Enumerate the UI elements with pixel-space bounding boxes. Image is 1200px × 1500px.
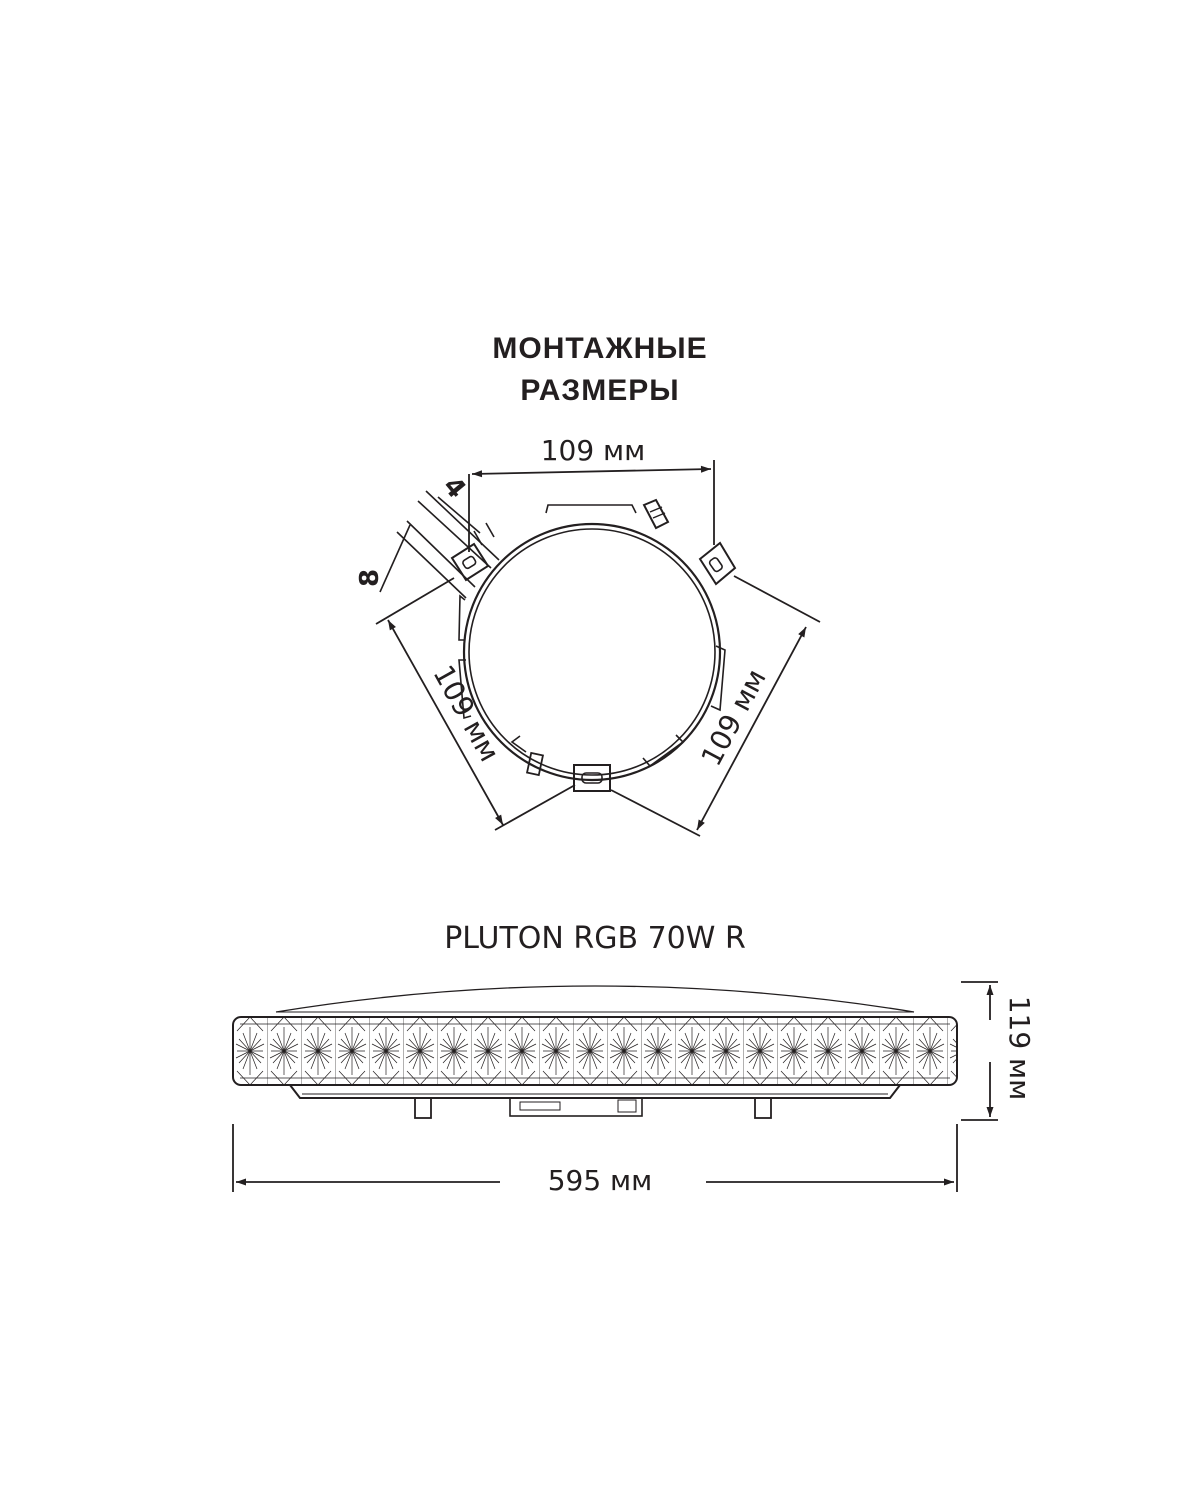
ring-tab-bottom-left	[510, 735, 527, 753]
heading-line-2: РАЗМЕРЫ	[520, 374, 680, 407]
product-model-label: PLUTON RGB 70W R	[444, 921, 746, 956]
dimension-width-label: 595 мм	[548, 1164, 653, 1197]
lamp-driver	[509, 1097, 643, 1117]
dimension-top-label: 109 мм	[541, 434, 646, 467]
dimension-height-label: 119 мм	[1003, 996, 1036, 1101]
bracket-right	[698, 541, 737, 586]
lamp-foot-right	[754, 1097, 772, 1119]
dimension-8-label: 8	[355, 569, 385, 587]
ring-tab-top	[545, 504, 637, 514]
dimension-right	[610, 575, 821, 837]
ring-tab-left-upper	[458, 594, 466, 641]
bracket-bottom	[573, 764, 611, 792]
lamp-foot-left	[414, 1097, 432, 1119]
lamp-side-view	[232, 985, 958, 1119]
lamp-base-plate	[289, 1084, 901, 1099]
dimension-height	[961, 981, 998, 1121]
lamp-dome	[275, 985, 915, 1013]
lamp-crystal-band	[232, 1016, 958, 1086]
dimension-width	[232, 1124, 958, 1192]
dimension-right-label: 109 мм	[694, 664, 772, 772]
ring-tab-bottom-right	[642, 734, 685, 768]
dimension-top	[468, 460, 715, 552]
dimension-small	[379, 490, 500, 599]
top-clip	[642, 498, 670, 530]
dimension-left	[375, 577, 576, 831]
bottom-left-tab	[525, 751, 545, 777]
heading-line-1: МОНТАЖНЫЕ	[492, 332, 708, 365]
